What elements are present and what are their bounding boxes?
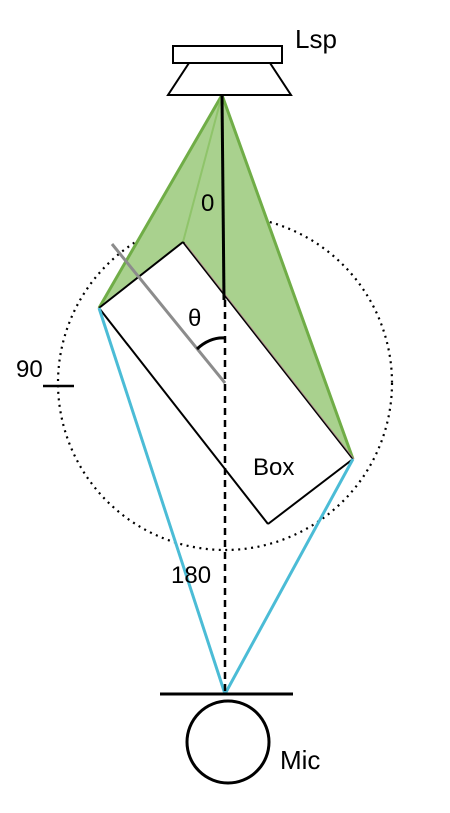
box (99, 242, 353, 524)
box-axis (110, 243, 227, 384)
box-edge-bottom (267, 458, 354, 525)
beam-edge-right (220, 94, 355, 460)
microphone-label: Mic (280, 745, 320, 775)
theta-label: θ (188, 305, 201, 332)
mic-path-left (97, 307, 227, 695)
angle-0-label: 0 (201, 190, 214, 217)
reference-axis-solid (220, 94, 226, 301)
loudspeaker-label: Lsp (295, 24, 337, 54)
box-label: Box (253, 454, 294, 481)
sound-beam (99, 95, 353, 459)
microphone-icon (185, 699, 271, 785)
box-edge-left (98, 307, 269, 525)
box-edge-top (98, 241, 184, 309)
loudspeaker-top (172, 45, 283, 64)
angle-90-label: 90 (16, 356, 43, 383)
theta-arc (195, 336, 226, 351)
box-edge-front-highlight (184, 242, 355, 460)
mic-path-right (223, 458, 355, 695)
beam-edge-left (97, 94, 224, 309)
box-edge-front (182, 241, 354, 460)
loudspeaker-cone (166, 62, 293, 96)
angle-180-label: 180 (171, 562, 211, 589)
beam-edge-center (182, 94, 223, 243)
